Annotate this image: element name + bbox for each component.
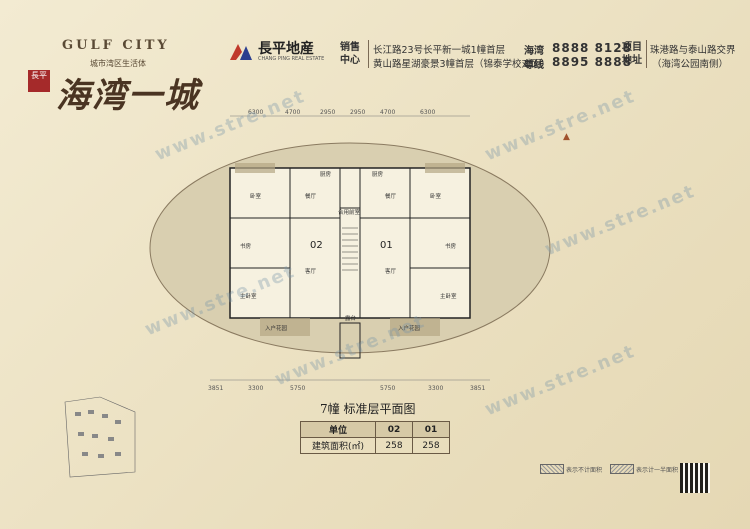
brand-tagline: 城市湾区生活体 xyxy=(90,59,146,68)
phone-label-1: 海湾 xyxy=(524,46,544,57)
dim-bottom-3: 5750 xyxy=(290,385,305,392)
brand-chinese-name: 海湾一城 xyxy=(56,76,200,116)
phone-1: 8888 8128 xyxy=(552,41,632,55)
developer-logo-icon xyxy=(230,44,252,60)
table-header-row: 单位 02 01 xyxy=(300,421,450,438)
brand-badge: 長平 xyxy=(28,70,50,92)
room-label: 主卧室 xyxy=(440,292,457,300)
dim-top-4: 2950 xyxy=(350,109,365,116)
project-label: 项目地址 xyxy=(622,42,642,66)
room-label: 卧室 xyxy=(250,192,262,200)
project-address-2: （海湾公园南侧） xyxy=(652,59,729,70)
dim-bottom-1: 3851 xyxy=(208,385,223,392)
qr-code-icon xyxy=(680,463,710,493)
table-header-cell: 单位 xyxy=(300,421,376,438)
north-arrow-icon: ▲ xyxy=(563,132,570,142)
watermark: www.stre.net xyxy=(541,180,699,261)
unit-number-01: 01 xyxy=(380,240,393,251)
dim-top-2: 4700 xyxy=(285,109,300,116)
room-label: 餐厅 xyxy=(305,192,317,200)
dim-bottom-5: 3300 xyxy=(428,385,443,392)
room-label: 书房 xyxy=(240,242,252,250)
legend-swatch-excluded xyxy=(540,464,564,474)
room-label: 卧室 xyxy=(430,192,442,200)
room-label: 主卧室 xyxy=(240,292,257,300)
room-label: 客厅 xyxy=(385,267,397,275)
dim-top-3: 2950 xyxy=(320,109,335,116)
dim-top-1: 6300 xyxy=(248,109,263,116)
dim-top-5: 4700 xyxy=(380,109,395,116)
sales-label: 销售中心 xyxy=(340,42,360,66)
unit-number-02: 02 xyxy=(310,240,323,251)
room-label: 入户花园 xyxy=(398,324,421,332)
room-label: 露台 xyxy=(345,314,357,322)
area-table: 单位 02 01 建筑面积(㎡) 258 258 xyxy=(300,421,450,454)
room-label: 厨房 xyxy=(320,170,332,178)
legend-label-half: 表示计一半面积 xyxy=(636,467,679,474)
dim-bottom-6: 3851 xyxy=(470,385,485,392)
room-label: 合用前室 xyxy=(338,208,361,216)
dim-bottom-4: 5750 xyxy=(380,385,395,392)
table-header-cell: 02 xyxy=(375,421,413,438)
legend-swatch-half xyxy=(610,464,634,474)
floor-plan: 6300 4700 2950 2950 4700 6300 3851 3300 … xyxy=(149,109,551,392)
room-label: 书房 xyxy=(445,242,457,250)
sales-address-2: 黄山路星湖豪景3幢首层（锦泰学校对面） xyxy=(373,59,551,70)
developer-name: 長平地産 xyxy=(258,41,314,57)
table-cell: 建筑面积(㎡) xyxy=(300,437,376,454)
site-key-plan xyxy=(64,396,136,478)
phone-2: 8895 8888 xyxy=(552,55,632,69)
divider xyxy=(646,40,647,68)
room-label: 餐厅 xyxy=(385,192,397,200)
developer-subtitle: CHANG PING REAL ESTATE xyxy=(258,56,325,62)
table-row: 建筑面积(㎡) 258 258 xyxy=(300,437,450,454)
phone-label-2: 尊线 xyxy=(524,60,544,71)
table-header-cell: 01 xyxy=(412,421,450,438)
table-cell: 258 xyxy=(412,437,450,454)
plan-title: 7幢 标准层平面图 xyxy=(320,402,416,416)
room-label: 厨房 xyxy=(372,170,384,178)
brand-english: GULF CITY xyxy=(62,38,170,53)
room-label: 客厅 xyxy=(305,267,317,275)
divider xyxy=(368,40,369,68)
room-label: 入户花园 xyxy=(265,324,288,332)
legend-label-excluded: 表示不计面积 xyxy=(566,467,603,474)
project-address-1: 珠港路与泰山路交界 xyxy=(650,45,736,56)
sales-address-1: 长江路23号长平新一城1幢首层 xyxy=(373,45,506,56)
dim-bottom-2: 3300 xyxy=(248,385,263,392)
dim-top-6: 6300 xyxy=(420,109,435,116)
table-cell: 258 xyxy=(375,437,413,454)
